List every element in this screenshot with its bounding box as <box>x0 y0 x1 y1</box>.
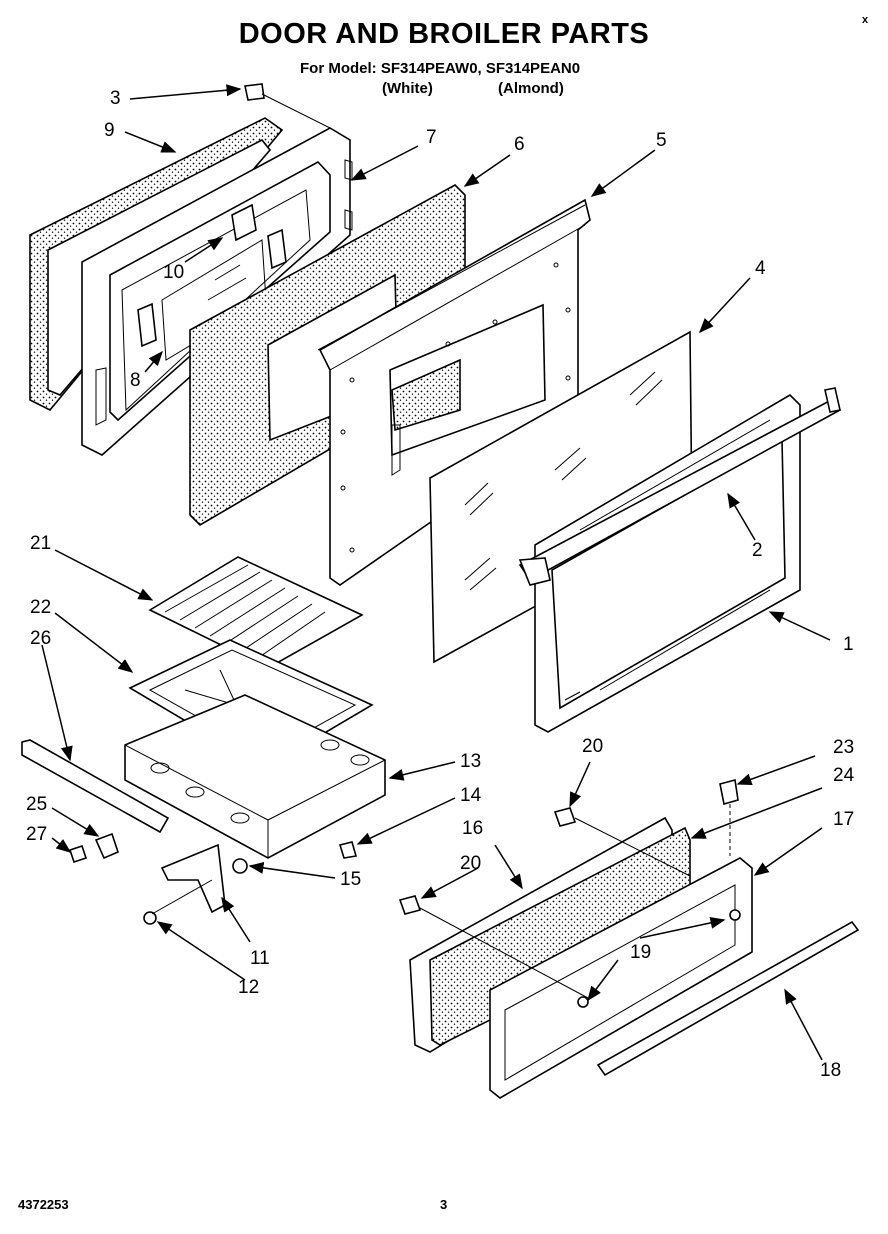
drawer-front-part-17 <box>489 857 753 1099</box>
color-white: (White) <box>382 80 433 97</box>
callout-5: 5 <box>656 130 667 151</box>
callout-4: 4 <box>755 258 766 279</box>
callout-14: 14 <box>460 785 482 806</box>
screw-part-14 <box>338 841 358 859</box>
window-bracket-part-8 <box>137 302 157 348</box>
callout-6: 6 <box>514 134 525 155</box>
callout-15: 15 <box>340 869 362 890</box>
callout-10: 10 <box>163 262 185 283</box>
window-bracket-part-10 <box>231 203 287 270</box>
callout-12: 12 <box>238 977 260 998</box>
callout-3: 3 <box>110 88 121 109</box>
model-line: For Model: SF314PEAW0, SF314PEAN0 <box>300 60 581 77</box>
callout-16: 16 <box>462 818 484 839</box>
callout-21: 21 <box>30 533 52 554</box>
corner-mark: x <box>862 14 869 26</box>
part-number: 4372253 <box>18 1197 69 1212</box>
callout-13: 13 <box>460 751 482 772</box>
color-almond: (Almond) <box>498 80 564 97</box>
callout-27: 23 <box>833 737 855 758</box>
callout-8: 8 <box>130 370 141 391</box>
page-title: DOOR AND BROILER PARTS <box>238 18 650 50</box>
callout-2: 2 <box>752 540 763 561</box>
screw-part-20-upper <box>553 807 577 827</box>
callout-20-upper: 20 <box>582 736 604 757</box>
callout-24: 25 <box>26 794 48 815</box>
page-number: 3 <box>440 1197 448 1212</box>
rail-clip-part-24 <box>94 832 119 860</box>
callout-19: 19 <box>630 942 652 963</box>
screw-part-27 <box>719 778 739 806</box>
outer-door-panel-part-5 <box>317 198 591 586</box>
broiler-drawer-part-13 <box>124 694 386 859</box>
callout-17: 17 <box>833 809 855 830</box>
screw-part-20-lower <box>398 895 422 915</box>
callout-25: 26 <box>30 628 52 649</box>
callout-1: 1 <box>843 634 854 655</box>
clip-part-15 <box>232 858 248 874</box>
callout-20-lower: 20 <box>460 853 482 874</box>
spacer-part-12 <box>143 911 157 925</box>
callout-11: 11 <box>250 948 270 969</box>
callout-9: 9 <box>104 120 115 141</box>
broiler-rail-part-25 <box>21 739 170 834</box>
broiler-bracket-part-11 <box>160 843 226 914</box>
leader-lines <box>41 84 831 1061</box>
screw-part-3 <box>244 83 265 101</box>
door-handle-part-2 <box>518 387 842 586</box>
drawer-trim-part-18 <box>596 920 860 1077</box>
callout-23: 24 <box>833 765 855 786</box>
callout-26: 27 <box>26 824 48 845</box>
screw-part-26 <box>68 844 88 864</box>
door-frame-part-1 <box>534 393 801 733</box>
callout-7: 7 <box>426 127 437 148</box>
callout-18: 18 <box>820 1060 842 1081</box>
callout-22: 22 <box>30 597 52 618</box>
